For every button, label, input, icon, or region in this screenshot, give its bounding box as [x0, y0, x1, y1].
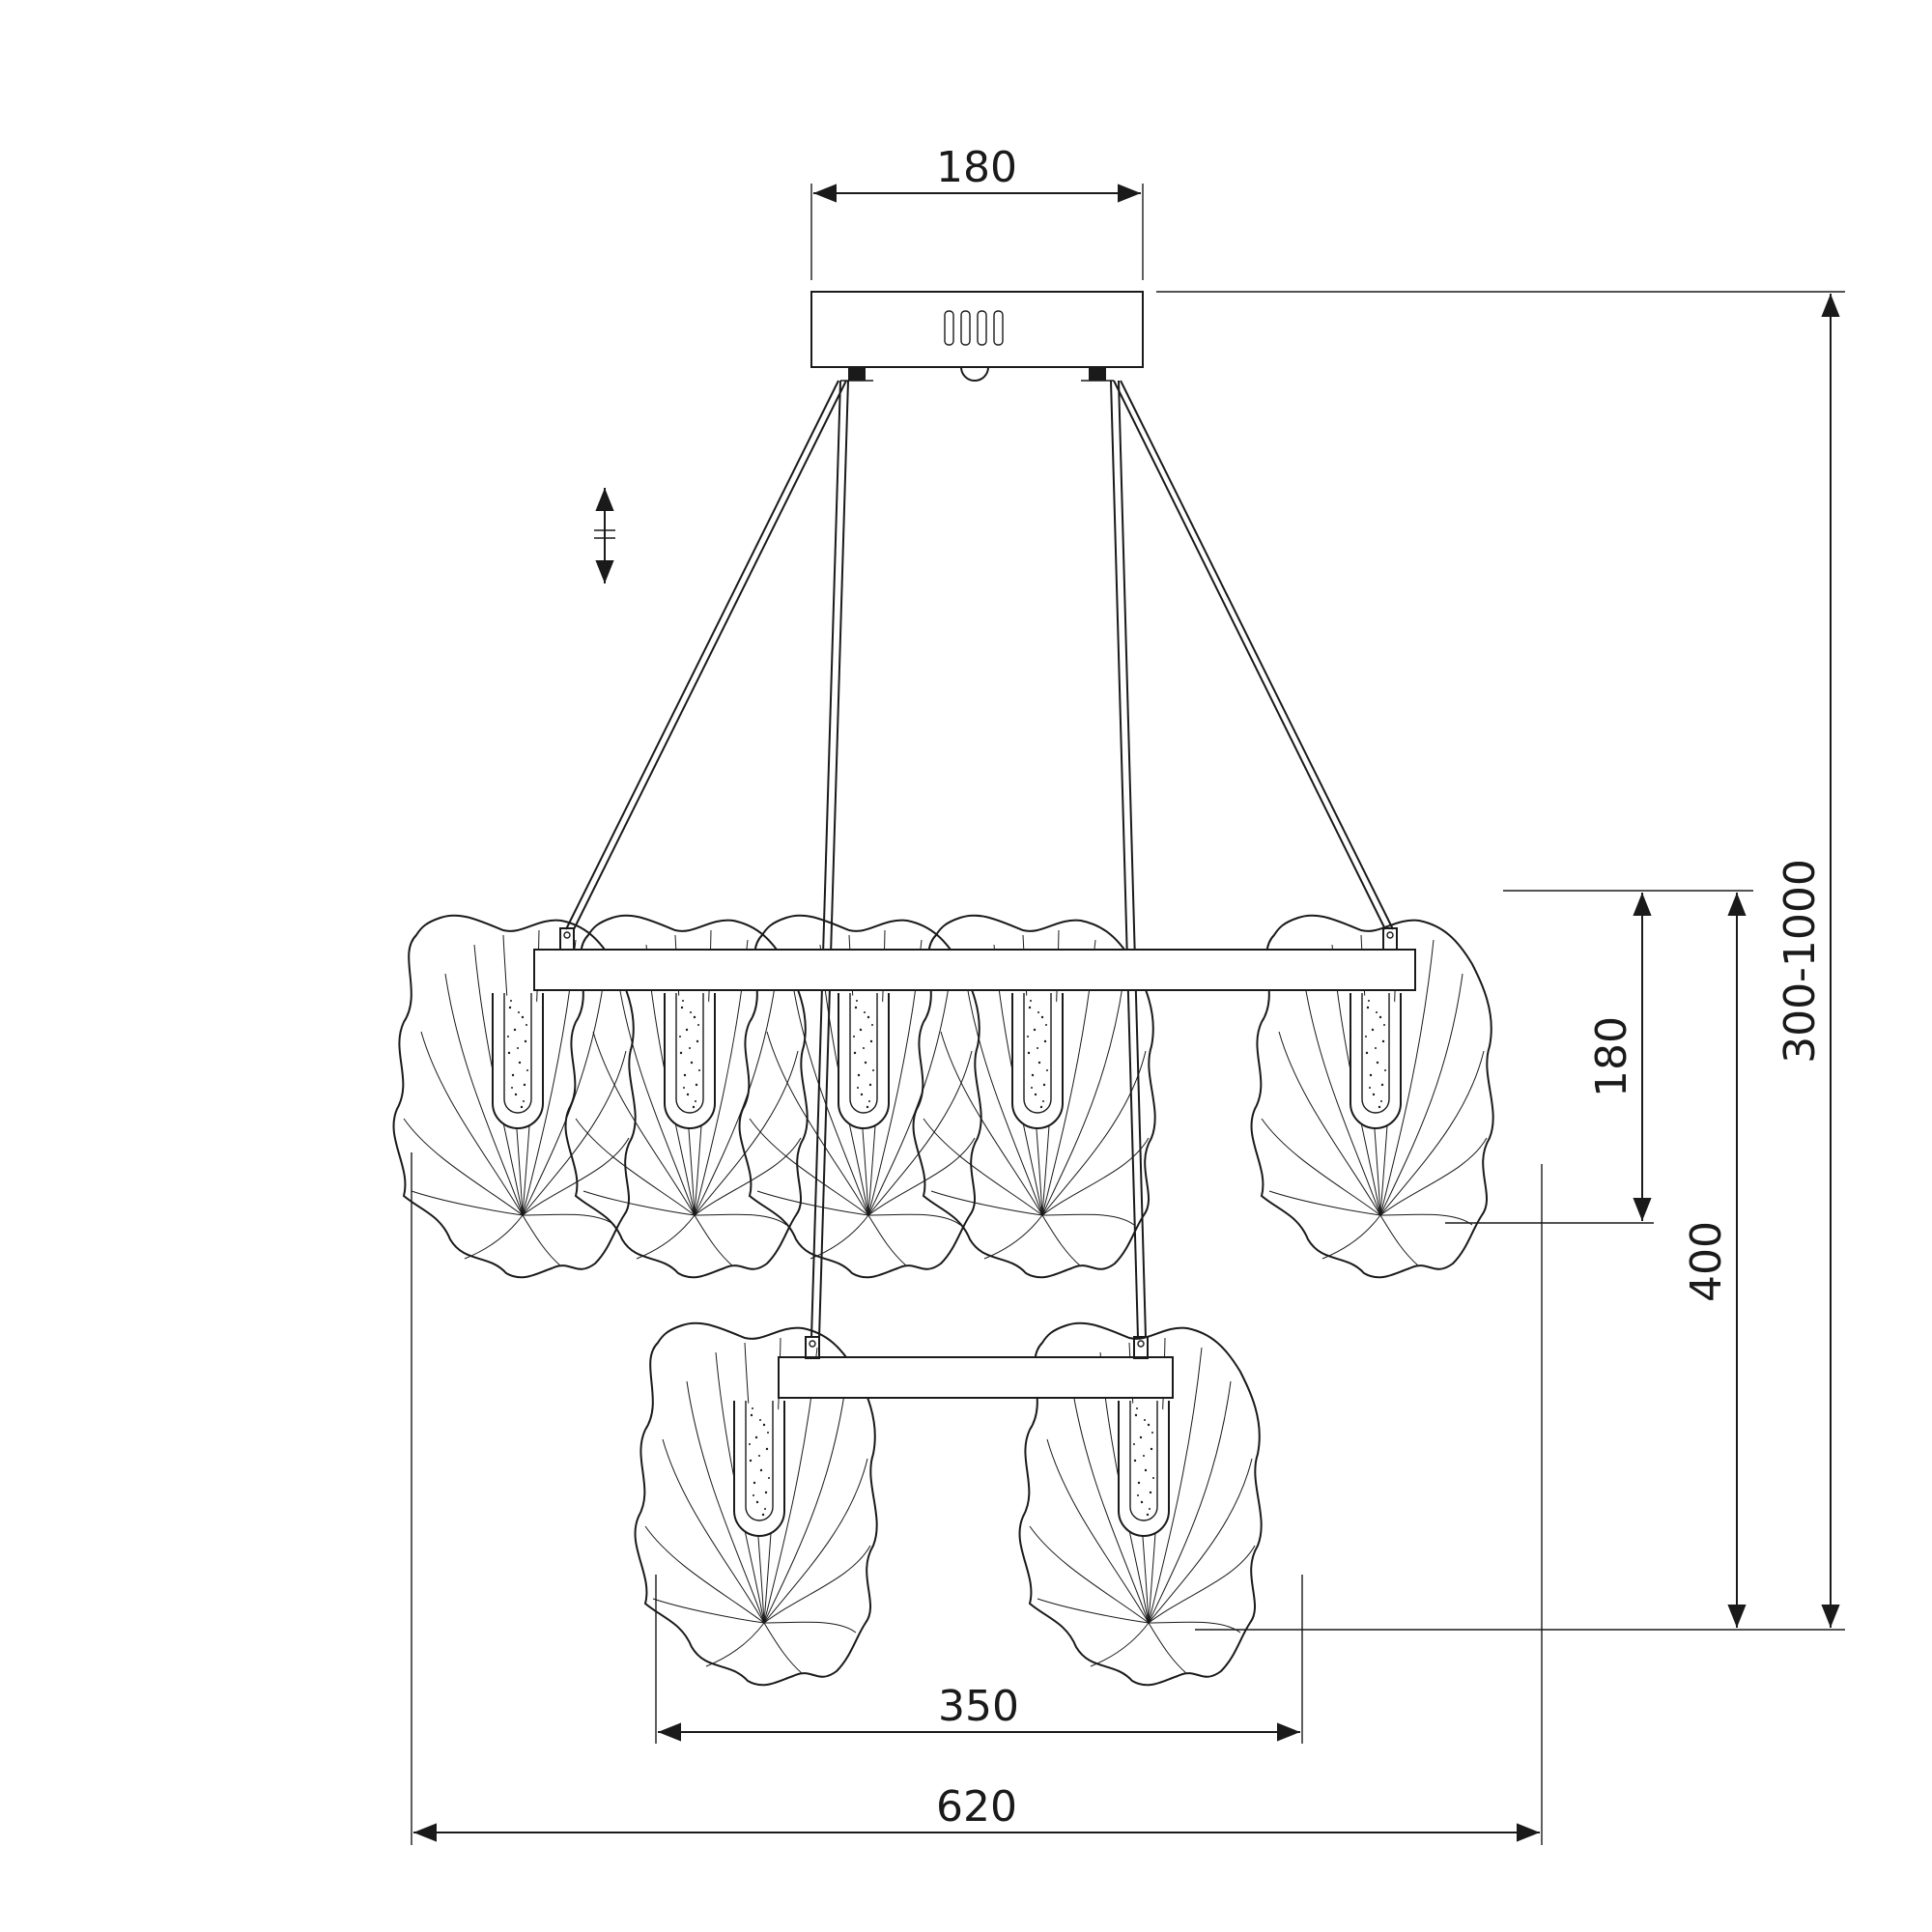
- overall-width-label: 620: [936, 1782, 1017, 1832]
- dimension-overall-width: 620: [411, 1152, 1543, 1845]
- body-height-label: 400: [1682, 1221, 1731, 1302]
- dimension-body-height: 400: [1682, 893, 1747, 1628]
- canopy-width-label: 180: [936, 143, 1017, 192]
- ceiling-canopy: [810, 291, 1144, 382]
- upper-tier-height-label: 180: [1587, 1016, 1636, 1097]
- dimension-canopy-width: 180: [810, 143, 1144, 280]
- dimension-height-range: 300-1000: [1156, 291, 1845, 1631]
- adjustable-height-icon: [594, 488, 615, 583]
- dimension-lower-tier-width: 350: [655, 1575, 1303, 1744]
- lower-tier: [634, 1321, 1263, 1687]
- height-range-label: 300-1000: [1776, 859, 1825, 1064]
- lower-tier-width-label: 350: [938, 1682, 1019, 1731]
- dimension-upper-tier-height: 180: [1445, 890, 1753, 1224]
- upper-tier: [392, 914, 1494, 1279]
